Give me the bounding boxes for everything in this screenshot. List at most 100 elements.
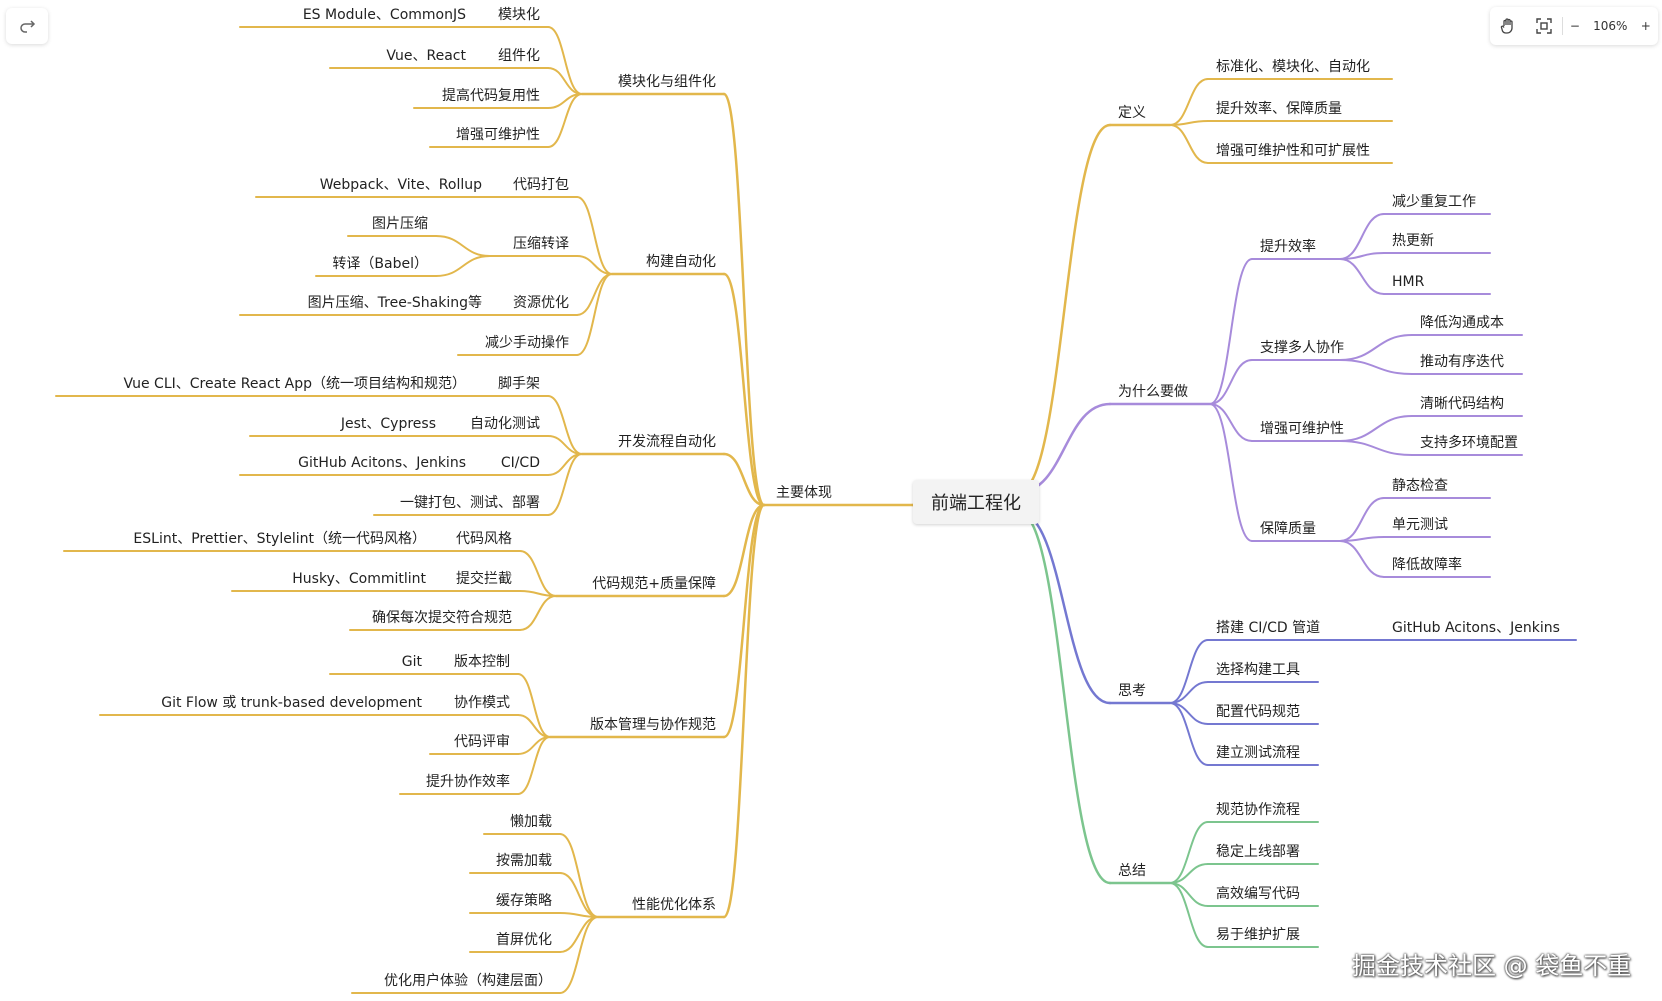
branch-connector (547, 67, 583, 95)
node-label[interactable]: HMR (1392, 274, 1425, 290)
node-label[interactable]: 高效编写代码 (1216, 886, 1300, 902)
node-label[interactable]: ESLint、Prettier、Stylelint（统一代码风格） (133, 531, 426, 547)
node-label[interactable]: 思考 (1118, 683, 1146, 699)
node-label[interactable]: 易于维护扩展 (1216, 927, 1300, 943)
node-label[interactable]: 总结 (1118, 863, 1146, 879)
node-label[interactable]: 代码打包 (513, 177, 569, 193)
node-label[interactable]: 降低故障率 (1392, 557, 1462, 573)
node-label[interactable]: 热更新 (1392, 233, 1434, 249)
node-label[interactable]: 清晰代码结构 (1420, 396, 1504, 412)
node-label[interactable]: 脚手架 (498, 376, 540, 392)
node-label[interactable]: 搭建 CI/CD 管道 (1216, 620, 1321, 636)
node-label[interactable]: 提升效率、保障质量 (1216, 101, 1342, 117)
node-label[interactable]: Vue CLI、Create React App（统一项目结构和规范） (123, 376, 466, 392)
node-label[interactable]: 建立测试流程 (1216, 745, 1300, 761)
node-label[interactable]: 标准化、模块化、自动化 (1216, 59, 1370, 75)
node-label[interactable]: CI/CD (500, 455, 540, 471)
node-label[interactable]: 压缩转译 (513, 236, 569, 252)
root-node[interactable]: 前端工程化 (913, 480, 1039, 524)
node-label[interactable]: Vue、React (386, 48, 466, 64)
node-label[interactable]: 选择构建工具 (1216, 662, 1300, 678)
node-label[interactable]: 配置代码规范 (1216, 704, 1300, 720)
node-label[interactable]: 主要体现 (776, 485, 832, 501)
node-label[interactable]: 性能优化体系 (632, 897, 716, 913)
node-label[interactable]: 资源优化 (513, 295, 569, 311)
zoom-in-button[interactable]: + (1633, 7, 1658, 45)
node-label[interactable]: 图片压缩 (372, 216, 428, 232)
node-label[interactable]: 图片压缩、Tree-Shaking等 (307, 295, 482, 311)
node-label[interactable]: 保障质量 (1260, 521, 1316, 537)
node-label[interactable]: 转译（Babel） (332, 256, 428, 272)
node-label[interactable]: 支持多环境配置 (1420, 435, 1518, 451)
node-label[interactable]: 提升效率 (1260, 239, 1316, 255)
branch-connector (1209, 403, 1253, 542)
node-label[interactable]: Husky、Commitlint (292, 571, 426, 587)
branch-connector (576, 273, 613, 316)
node-label[interactable]: 自动化测试 (470, 416, 540, 432)
node-label[interactable]: Git (401, 654, 422, 670)
node-label[interactable]: 减少重复工作 (1392, 194, 1476, 210)
node-label[interactable]: 模块化 (498, 7, 540, 23)
node-label[interactable]: ES Module、CommonJS (302, 7, 466, 23)
node-label[interactable]: 降低沟通成本 (1420, 315, 1504, 331)
node-label[interactable]: 代码评审 (454, 734, 510, 750)
node-label[interactable]: 确保每次提交符合规范 (372, 610, 512, 626)
fit-view-icon (1536, 18, 1552, 34)
node-label[interactable]: 开发流程自动化 (618, 434, 716, 450)
node-label[interactable]: GitHub Acitons、Jenkins (298, 455, 466, 471)
node-label[interactable]: 为什么要做 (1118, 384, 1188, 400)
branch-connector (722, 503, 766, 598)
node-label[interactable]: 懒加载 (510, 814, 552, 830)
branch-connector (722, 272, 766, 507)
hand-tool-button[interactable] (1490, 7, 1526, 45)
node-label[interactable]: 版本控制 (454, 654, 510, 670)
branch-connector (1339, 213, 1385, 260)
node-label[interactable]: 模块化与组件化 (618, 74, 716, 90)
node-label[interactable]: 协作模式 (454, 695, 510, 711)
redo-icon (20, 20, 36, 33)
node-label[interactable]: 首屏优化 (496, 932, 552, 948)
node-label[interactable]: 增强可维护性和可扩展性 (1216, 143, 1370, 159)
branch-connector (1169, 78, 1209, 126)
branch-connector (1209, 258, 1253, 405)
node-label[interactable]: 提交拦截 (456, 571, 512, 587)
branch-connector (517, 736, 551, 795)
node-label[interactable]: 一键打包、测试、部署 (400, 495, 540, 511)
node-label[interactable]: 代码规范+质量保障 (592, 576, 716, 592)
node-label[interactable]: 单元测试 (1392, 517, 1448, 533)
node-label[interactable]: 推动有序迭代 (1420, 354, 1504, 370)
zoom-out-button[interactable]: − (1563, 7, 1588, 45)
branch-connector (547, 395, 583, 455)
node-label[interactable]: 提高代码复用性 (442, 88, 540, 104)
plus-icon: + (1640, 19, 1651, 33)
branch-connector (559, 872, 599, 918)
node-label[interactable]: 提升协作效率 (426, 774, 510, 790)
node-label[interactable]: 支撑多人协作 (1260, 340, 1344, 356)
redo-button[interactable] (6, 8, 48, 44)
node-label[interactable]: 减少手动操作 (485, 335, 569, 351)
node-label[interactable]: GitHub Acitons、Jenkins (1392, 620, 1560, 636)
branch-connector (1339, 334, 1413, 361)
node-label[interactable]: 构建自动化 (646, 254, 716, 270)
node-label[interactable]: 稳定上线部署 (1216, 844, 1300, 860)
node-label[interactable]: 优化用户体验（构建层面） (384, 973, 552, 989)
branch-connector (1169, 639, 1209, 704)
node-label[interactable]: 规范协作流程 (1216, 802, 1300, 818)
branch-connector (1339, 540, 1385, 578)
node-label[interactable]: 组件化 (498, 48, 540, 64)
node-label[interactable]: 增强可维护性 (456, 127, 540, 143)
node-label[interactable]: 代码风格 (456, 531, 512, 547)
zoom-level: 106% (1593, 19, 1628, 33)
branch-connector (722, 92, 766, 507)
node-label[interactable]: 静态检查 (1392, 478, 1448, 494)
node-label[interactable]: 按需加载 (496, 853, 552, 869)
node-label[interactable]: Webpack、Vite、Rollup (319, 177, 482, 193)
node-label[interactable]: 版本管理与协作规范 (590, 717, 716, 733)
node-label[interactable]: 增强可维护性 (1260, 421, 1344, 437)
node-label[interactable]: Jest、Cypress (340, 416, 436, 432)
node-label[interactable]: 定义 (1118, 105, 1146, 121)
fit-view-button[interactable] (1526, 7, 1562, 45)
node-label[interactable]: 缓存策略 (496, 893, 552, 909)
node-label[interactable]: Git Flow 或 trunk-based development (161, 695, 422, 711)
